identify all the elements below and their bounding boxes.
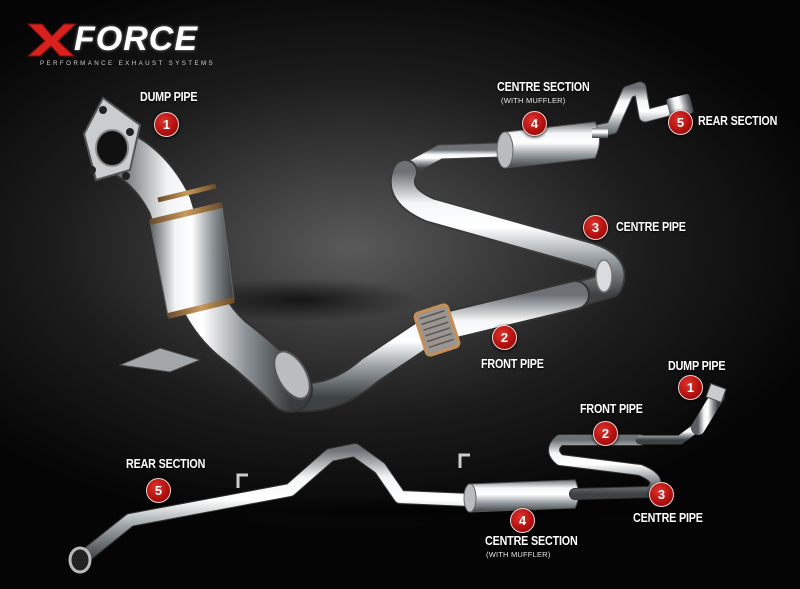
xforce-logo: FORCE PERFORMANCE EXHAUST SYSTEMS [26, 20, 241, 72]
overview-label-front-pipe: FRONT PIPE [580, 402, 643, 416]
muffler [500, 121, 600, 169]
overview-badge-5: 5 [146, 478, 171, 503]
overview-label-rear-section: REAR SECTION [126, 457, 206, 471]
callout-label-centre-pipe: CENTRE PIPE [616, 220, 686, 234]
callout-badge-4: 4 [522, 111, 547, 136]
callout-badge-1: 1 [154, 112, 179, 137]
overview-dump-pipe [691, 389, 725, 435]
overview-badge-4: 4 [510, 508, 535, 533]
overview-label-dump-pipe: DUMP PIPE [668, 359, 726, 373]
overview-label-centre-pipe: CENTRE PIPE [633, 511, 703, 525]
callout-label-dump-pipe: DUMP PIPE [140, 90, 198, 104]
overview-sublabel-muffler: (WITH MUFFLER) [486, 550, 551, 559]
overview-badge-3: 3 [649, 482, 674, 507]
overview-label-centre-section: CENTRE SECTION [485, 534, 578, 548]
callout-sublabel-muffler: (WITH MUFFLER) [501, 96, 566, 105]
overview-rear-section [74, 444, 476, 566]
callout-label-centre-section: CENTRE SECTION [497, 80, 590, 94]
callout-label-rear-section: REAR SECTION [698, 114, 778, 128]
x-mark-icon [26, 23, 78, 57]
centre-pipe [391, 161, 624, 306]
mount-bracket [118, 347, 202, 373]
overview-badge-1: 1 [678, 375, 703, 400]
centre-section-pipe [403, 143, 507, 175]
callout-label-front-pipe: FRONT PIPE [481, 357, 544, 371]
logo-wordmark: FORCE [74, 20, 198, 58]
callout-badge-2: 2 [492, 325, 517, 350]
callout-badge-5: 5 [668, 110, 693, 135]
overview-badge-2: 2 [593, 421, 618, 446]
callout-badge-3: 3 [583, 215, 608, 240]
logo-tagline: PERFORMANCE EXHAUST SYSTEMS [40, 60, 216, 67]
pipe-shadow [180, 278, 420, 322]
overview-front-pipe [635, 420, 705, 445]
